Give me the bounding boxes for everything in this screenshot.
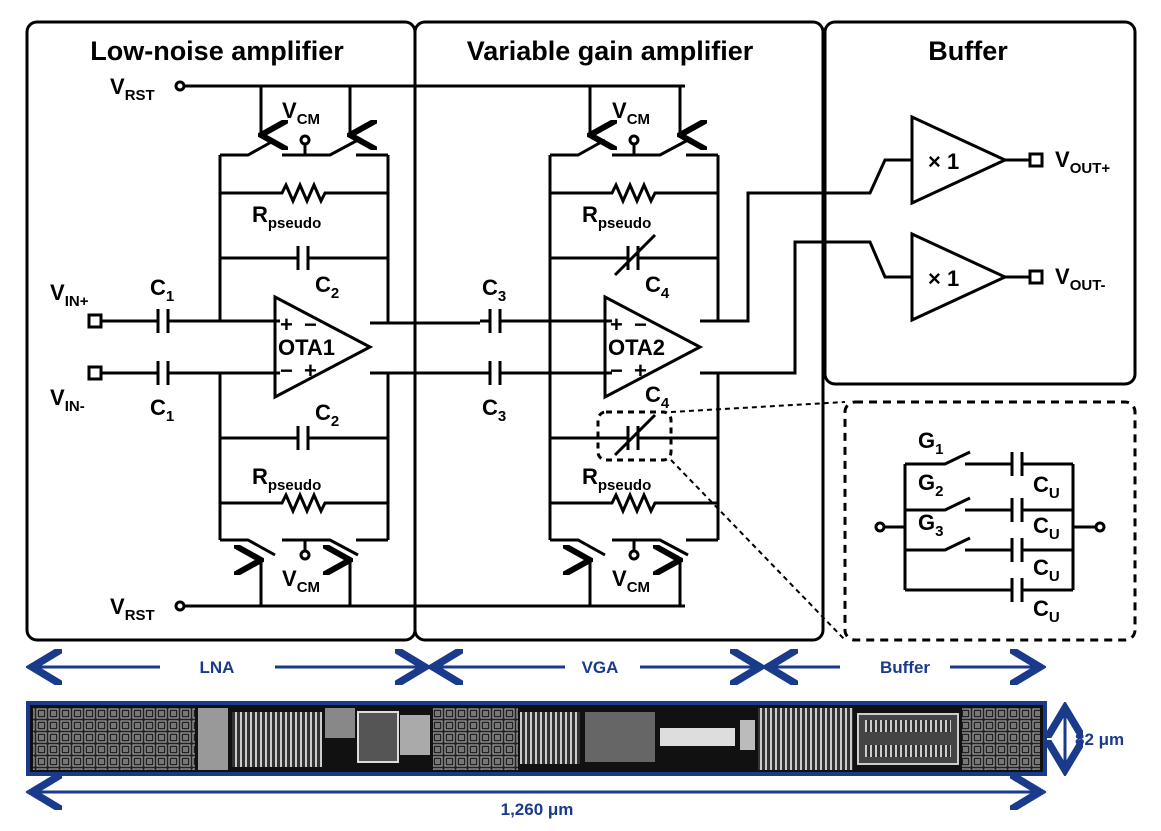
vga-title: Variable gain amplifier	[467, 36, 754, 66]
g2-label: G2	[918, 470, 943, 500]
buffer-title: Buffer	[928, 36, 1008, 66]
ota2-plus-bottom: +	[634, 358, 647, 383]
vout-plus-label: VOUT+	[1055, 147, 1110, 177]
ota2-triangle	[603, 294, 704, 400]
buffer-bottom-triangle	[910, 231, 1009, 323]
vrst-bottom-terminal	[174, 600, 186, 612]
vga-dimension-label: VGA	[582, 658, 619, 677]
c1-top-label: C1	[150, 275, 174, 305]
buffer-dimension-label: Buffer	[880, 658, 930, 677]
ota2-minus-top: −	[634, 312, 647, 337]
dimension-annotations: LNA VGA Buffer 82 μm 1,260 μm	[32, 658, 1124, 819]
lna-block	[25, 20, 417, 642]
buffer-top-triangle	[910, 114, 1009, 206]
ota2-label: OTA2	[608, 335, 665, 360]
ota1-plus: +	[280, 312, 293, 337]
vin-minus-label: VIN-	[50, 385, 85, 415]
lna-dimension-label: LNA	[200, 658, 235, 677]
width-dimension-label: 1,260 μm	[501, 800, 574, 819]
cap-zoom-box	[596, 410, 673, 462]
vin-plus-label: VIN+	[50, 280, 89, 310]
buffer-block	[823, 20, 1137, 386]
rpseudo-lna-top: Rpseudo	[252, 202, 321, 232]
height-dimension-label: 82 μm	[1075, 730, 1124, 749]
vcm-lna-top: VCM	[282, 98, 320, 128]
rpseudo-vga-bottom: Rpseudo	[582, 464, 651, 494]
vin-plus-pad	[87, 313, 103, 329]
vout-minus-pad	[1028, 269, 1044, 285]
cu-2-label: CU	[1033, 513, 1060, 543]
cu-1-label: CU	[1033, 472, 1060, 502]
c4-top-label: C4	[645, 272, 670, 302]
c2-bottom-label: C2	[315, 400, 339, 430]
chip-layout-image	[26, 701, 1047, 776]
schematic-labels: VRST VRST VCM VCM VCM VCM Rpseudo Rpseud…	[50, 74, 1110, 626]
vcm-vga-bottom: VCM	[612, 566, 650, 596]
ota2-minus-bottom: −	[610, 358, 623, 383]
ota1-plus-bottom: +	[304, 358, 317, 383]
vcm-lna-bottom: VCM	[282, 566, 320, 596]
ota1-triangle	[273, 294, 374, 400]
vga-circuit	[480, 86, 912, 641]
buffer-bottom-gain: × 1	[928, 266, 959, 291]
lna-title: Low-noise amplifier	[90, 36, 344, 66]
cu-4-label: CU	[1033, 596, 1060, 626]
c4-bottom-label: C4	[645, 382, 670, 412]
vcm-vga-top: VCM	[612, 98, 650, 128]
ota2-plus: +	[610, 312, 623, 337]
ota1-minus-bottom: −	[280, 358, 293, 383]
vrst-bottom-label: VRST	[110, 594, 155, 624]
capacitor-bank-inset	[843, 400, 1137, 642]
vout-plus-pad	[1028, 152, 1044, 168]
c1-bottom-label: C1	[150, 395, 174, 425]
vga-block	[413, 20, 825, 642]
capacitor-bank	[874, 450, 1106, 602]
vin-minus-pad	[87, 365, 103, 381]
vout-minus-label: VOUT-	[1055, 264, 1106, 294]
buffer-top-gain: × 1	[928, 149, 959, 174]
rpseudo-lna-bottom: Rpseudo	[252, 464, 321, 494]
ota1-minus-top: −	[304, 312, 317, 337]
ota1-label: OTA1	[278, 335, 335, 360]
c3-bottom-label: C3	[482, 395, 506, 425]
vrst-top-terminal	[174, 80, 186, 92]
g3-label: G3	[918, 510, 943, 540]
c3-top-label: C3	[482, 275, 506, 305]
rpseudo-vga-top: Rpseudo	[582, 202, 651, 232]
c2-top-label: C2	[315, 272, 339, 302]
buffers	[910, 114, 1044, 323]
cu-3-label: CU	[1033, 555, 1060, 585]
g1-label: G1	[918, 428, 943, 458]
lna-circuit	[87, 80, 685, 612]
vrst-top-label: VRST	[110, 74, 155, 104]
